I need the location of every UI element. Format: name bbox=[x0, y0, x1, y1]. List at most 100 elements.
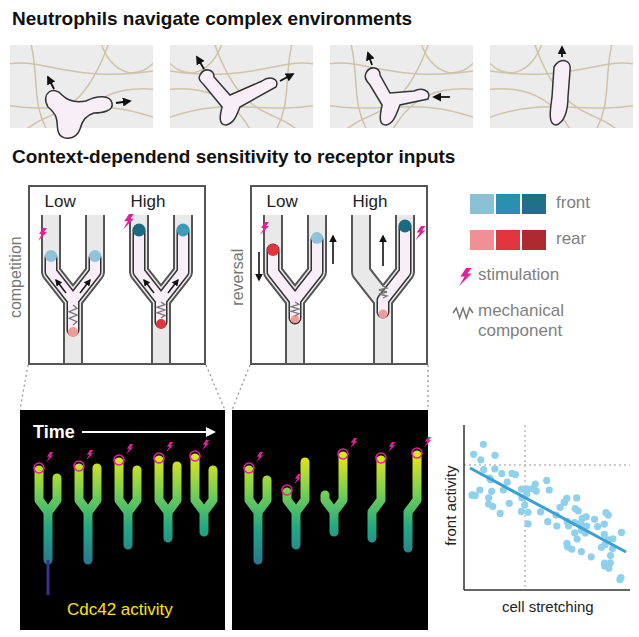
legend-icon bbox=[452, 302, 474, 324]
fiber-group bbox=[330, 45, 473, 128]
data-point bbox=[616, 576, 623, 583]
cell-snapshot bbox=[39, 470, 57, 560]
fiber bbox=[533, 45, 623, 128]
data-point bbox=[485, 494, 492, 501]
stimulation-bolt bbox=[86, 450, 93, 460]
motion-arrow bbox=[258, 252, 260, 280]
data-point bbox=[529, 485, 536, 492]
stimulation-spot bbox=[412, 448, 422, 458]
stimulation-bolt bbox=[424, 437, 431, 447]
data-point bbox=[476, 486, 483, 493]
spring-symbol bbox=[379, 286, 387, 298]
rear-cap bbox=[379, 310, 388, 319]
stimulation-bolt bbox=[123, 214, 134, 230]
neutrophil-cell bbox=[46, 91, 113, 139]
data-point bbox=[480, 441, 487, 448]
data-point bbox=[491, 465, 498, 472]
fiber bbox=[30, 45, 50, 128]
rear-cap bbox=[291, 315, 299, 323]
data-point bbox=[578, 548, 585, 555]
rear-cap bbox=[68, 327, 78, 337]
channel-lumen bbox=[51, 215, 95, 364]
guide-line bbox=[427, 365, 428, 410]
cell-outline bbox=[139, 232, 183, 322]
legend-text: mechanical component bbox=[478, 301, 628, 340]
cell-snapshot bbox=[195, 458, 213, 532]
cell-snapshot bbox=[408, 455, 417, 548]
cell-snapshot bbox=[79, 468, 97, 560]
fiber-network bbox=[490, 45, 633, 128]
time-label: Time bbox=[33, 422, 75, 443]
cell-body bbox=[273, 240, 317, 318]
legend-swatch bbox=[470, 230, 494, 250]
motion-arrow bbox=[80, 280, 90, 293]
cell-snapshot bbox=[249, 470, 267, 560]
condition-label: Low bbox=[267, 192, 298, 212]
data-point bbox=[480, 466, 487, 473]
ref-line bbox=[464, 465, 630, 466]
front-cap bbox=[311, 232, 323, 244]
data-point bbox=[618, 529, 625, 536]
data-point bbox=[518, 486, 525, 493]
condition-panel: competitionLowHigh bbox=[28, 185, 206, 365]
stimulation-spot bbox=[376, 453, 386, 463]
cell-snapshot bbox=[287, 462, 305, 545]
stimulation-spot bbox=[74, 461, 84, 471]
scatter-chart bbox=[464, 425, 630, 590]
stimulation-bolt bbox=[260, 222, 269, 235]
cell-snapshot bbox=[372, 460, 381, 538]
stimulation-spot bbox=[282, 485, 292, 495]
cell-snapshot bbox=[159, 460, 177, 538]
cell-body bbox=[383, 228, 405, 312]
data-point bbox=[602, 509, 609, 516]
spring-symbol bbox=[291, 302, 299, 316]
data-point bbox=[588, 553, 595, 560]
legend-text: stimulation bbox=[478, 265, 628, 285]
stimulation-spot bbox=[244, 463, 254, 473]
dotted-connector bbox=[20, 365, 28, 410]
data-point bbox=[518, 508, 525, 515]
diagram-title: Neutrophils navigate complex environment… bbox=[12, 8, 412, 30]
data-point bbox=[498, 470, 505, 477]
microscopy-ground bbox=[232, 410, 428, 630]
data-point bbox=[561, 499, 568, 506]
motion-arrow bbox=[168, 280, 178, 293]
cell-body bbox=[139, 232, 183, 322]
front-cap bbox=[133, 224, 146, 237]
microscopy-ground bbox=[20, 410, 225, 630]
data-point bbox=[488, 488, 495, 495]
legend-swatch bbox=[522, 230, 546, 250]
fiber bbox=[170, 45, 223, 73]
data-point bbox=[563, 540, 570, 547]
panel-ground bbox=[490, 45, 633, 128]
stimulation-bolt bbox=[416, 226, 426, 240]
channel-wall bbox=[139, 215, 183, 364]
stimulation-bolt bbox=[350, 438, 357, 448]
data-point bbox=[485, 500, 492, 507]
legend-swatch bbox=[470, 194, 494, 214]
channel-lumen bbox=[139, 215, 183, 364]
environment-panel bbox=[5, 40, 160, 138]
motion-arrow bbox=[561, 47, 563, 57]
environment-panel bbox=[163, 40, 318, 135]
microscopy-panel: TimeCdc42 activity bbox=[20, 410, 225, 630]
cell-body bbox=[51, 258, 95, 330]
data-point bbox=[525, 509, 532, 516]
rear-cap bbox=[156, 319, 166, 329]
channel-lumen bbox=[273, 215, 317, 364]
stimulation-bolt bbox=[294, 474, 301, 484]
data-point bbox=[601, 521, 608, 528]
neutrophil-cell bbox=[199, 70, 277, 125]
channel-wall bbox=[51, 215, 95, 364]
spring-symbol bbox=[69, 305, 77, 325]
regression-line bbox=[470, 468, 626, 552]
fiber-network bbox=[330, 45, 473, 128]
condition-label: Low bbox=[45, 192, 76, 212]
environment-panel bbox=[325, 40, 480, 135]
data-point bbox=[470, 451, 477, 458]
channel-wall bbox=[361, 215, 405, 364]
legend-text: rear bbox=[556, 229, 586, 249]
axis-label: front activity bbox=[442, 465, 459, 545]
data-point bbox=[572, 505, 579, 512]
front-cap bbox=[177, 224, 190, 237]
